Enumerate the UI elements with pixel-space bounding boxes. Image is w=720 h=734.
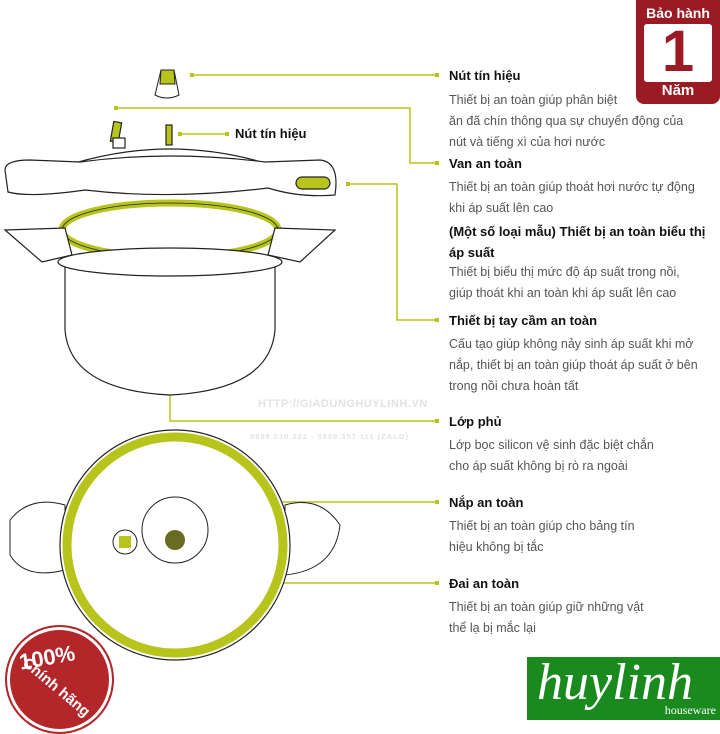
logo-sub: houseware: [664, 703, 716, 717]
part-desc-safety-ring: Thiết bị an toàn giúp giữ những vật thể …: [449, 600, 644, 635]
lid: [4, 120, 337, 197]
part-desc-safety-lid: Thiết bị an toàn giúp cho bảng tín hiệu …: [449, 519, 635, 554]
brand-logo: huylinh houseware: [527, 654, 720, 720]
part-title-safety-valve: Van an toàn: [449, 156, 522, 171]
pot: [3, 227, 337, 396]
top-view: [9, 429, 341, 661]
authentic-seal: 100% Chính hãng: [5, 625, 114, 734]
watermark-phone: 0899.010.222 - 0899.357.111 (ZALO): [250, 432, 410, 441]
warranty-unit: Năm: [661, 82, 695, 99]
watermark-url: HTTP://GIADUNGHUYLINH.VN: [258, 398, 428, 410]
warranty-number: 1: [661, 19, 695, 84]
signal-knob: [154, 69, 180, 99]
part-title-safety-handle: Thiết bị tay cầm an toàn: [449, 313, 598, 328]
part-title-safety-ring: Đai an toàn: [449, 576, 520, 591]
part-desc-safety-handle: Cấu tạo giúp không nảy sinh áp suất khi …: [449, 337, 698, 393]
part-title-safety-lid: Nắp an toàn: [449, 495, 524, 510]
part-desc-signal-button: Thiết bị an toàn giúp phân biệt ăn đã ch…: [449, 93, 684, 149]
part-desc-coating: Lớp bọc silicon vệ sinh đặc biệt chắn ch…: [449, 438, 654, 473]
logo-brand: huylinh: [537, 654, 693, 711]
signal-button-small-label: Nút tín hiệu: [235, 126, 307, 141]
part-title-pressure-indicator: (Một số loại mẫu) Thiết bị an toàn biểu …: [449, 224, 706, 260]
part-title-signal-button: Nút tín hiệu: [449, 68, 521, 83]
warranty-top: Bảo hành: [646, 5, 710, 21]
part-desc-safety-valve: Thiết bị an toàn giúp thoát hơi nước tự …: [449, 180, 695, 215]
warranty-badge: Bảo hành 1 Năm: [636, 0, 720, 104]
part-title-coating: Lớp phủ: [449, 414, 502, 429]
part-desc-pressure-indicator: Thiết bị biểu thị mức độ áp suất trong n…: [449, 265, 680, 300]
